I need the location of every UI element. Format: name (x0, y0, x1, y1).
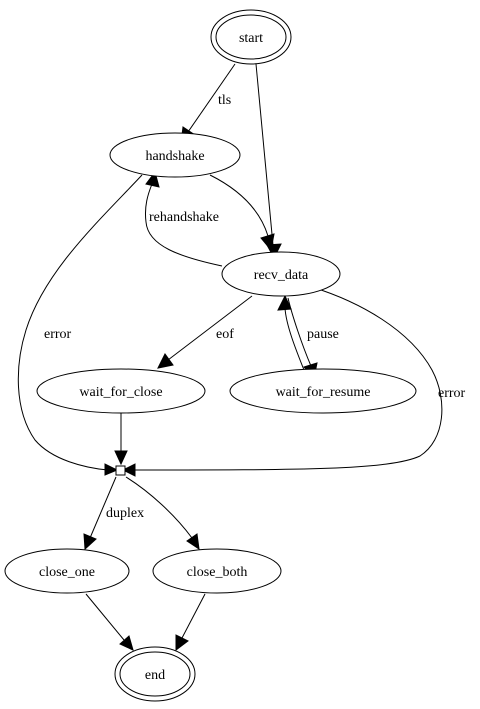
edge-recv-data-wait-for-close (157, 295, 253, 369)
node-wait-for-resume: wait_for_resume (229, 368, 417, 414)
edge-label-eof: eof (216, 327, 234, 342)
edge-wait-for-close-junction (114, 412, 128, 466)
edge-label-rehandshake: rehandshake (149, 210, 219, 225)
node-label-wait-for-resume: wait_for_resume (276, 385, 371, 400)
node-wait-for-close: wait_for_close (36, 368, 206, 414)
node-recv-data: recv_data (221, 251, 341, 297)
edge-wait-for-resume-recv-data (277, 294, 305, 371)
edge-junction-close-both (125, 476, 200, 551)
edge-start-recv-data (255, 63, 282, 260)
edge-label-pause: pause (307, 327, 339, 342)
edge-handshake-junction (17, 174, 143, 476)
node-close-both: close_both (152, 548, 282, 594)
node-label-start: start (239, 31, 263, 46)
node-label-close-one: close_one (39, 565, 95, 580)
node-end: end (114, 646, 196, 702)
node-label-close-both: close_both (187, 565, 248, 580)
node-label-wait-for-close: wait_for_close (79, 385, 162, 400)
edge-close-both-end (175, 593, 206, 651)
edge-handshake-recv-data (209, 174, 275, 252)
edge-label-duplex: duplex (106, 506, 144, 521)
node-handshake: handshake (109, 132, 241, 178)
node-start: start (210, 9, 292, 65)
node-label-handshake: handshake (145, 149, 204, 164)
edge-recv-data-junction (121, 286, 443, 477)
node-label-end: end (145, 668, 165, 683)
edge-label-error-right: error (438, 386, 466, 401)
node-label-recv-data: recv_data (254, 268, 309, 283)
edge-junction-close-one (83, 476, 117, 551)
node-junction (115, 465, 126, 476)
edge-label-tls: tls (218, 93, 231, 108)
edge-label-error-left: error (44, 327, 72, 342)
edge-close-one-end (85, 593, 134, 651)
node-close-one: close_one (4, 548, 130, 594)
